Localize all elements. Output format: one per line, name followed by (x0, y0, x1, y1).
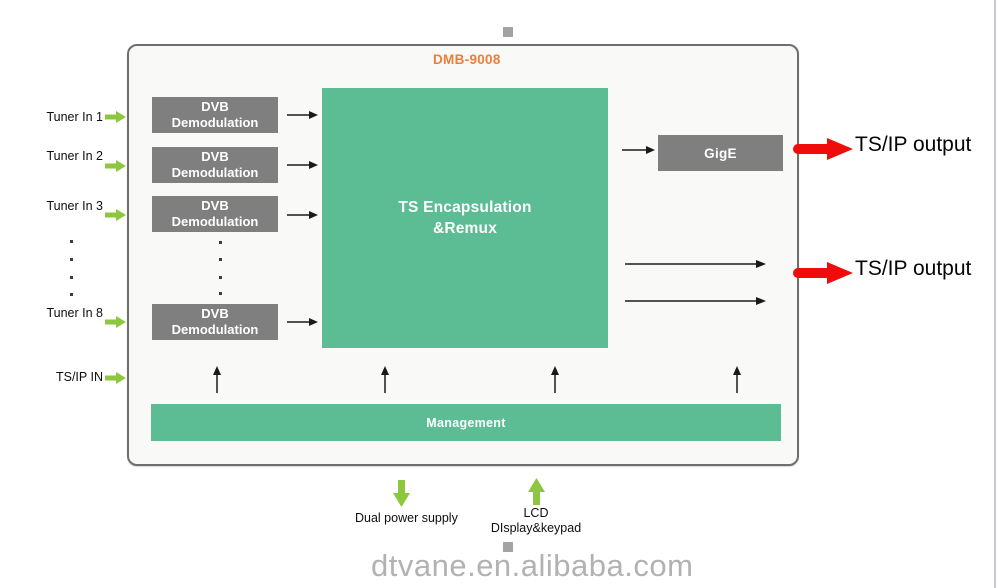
input-label-tuner-3: Tuner In 3 (46, 199, 103, 213)
dot (70, 276, 73, 279)
demod-line1: DVB (201, 99, 229, 114)
lcd-keypad-label: LCD DIsplay&keypad (463, 506, 609, 536)
dot (219, 276, 222, 279)
tuner-in-1-arrow-icon (105, 111, 126, 123)
core-line1: TS Encapsulation (398, 199, 532, 216)
tsip-output-label-2: TS/IP output (855, 257, 972, 280)
management-up-arrow-icon (381, 366, 389, 393)
tsip-output-arrow-icon (793, 138, 853, 160)
input-label-tuner-2: Tuner In 2 (46, 149, 103, 163)
tsip-output-label-1: TS/IP output (855, 133, 972, 156)
dot (219, 241, 222, 244)
dvb-demodulation-box-3: DVB Demodulation (152, 196, 278, 232)
demod-line2: Demodulation (171, 115, 259, 130)
ts-encapsulation-remux-box: TS Encapsulation &Remux (322, 88, 608, 348)
flow-arrow-icon (287, 318, 318, 326)
tuner-in-3-arrow-icon (105, 209, 126, 221)
management-up-arrow-icon (213, 366, 221, 393)
dot (70, 293, 73, 296)
management-up-arrow-icon (551, 366, 559, 393)
diagram-title: DMB-9008 (433, 52, 501, 67)
management-up-arrow-icon (733, 366, 741, 393)
management-bar: Management (151, 404, 781, 441)
flow-arrow-icon (287, 161, 318, 169)
input-label-tuner-1: Tuner In 1 (46, 110, 103, 124)
input-label-tsip-in: TS/IP IN (55, 370, 103, 384)
lcd-line1: LCD (523, 506, 549, 520)
dot (219, 258, 222, 261)
core-line2: &Remux (432, 220, 498, 237)
dot (70, 258, 73, 261)
dvb-demodulation-box-8: DVB Demodulation (152, 304, 278, 340)
demod-line2: Demodulation (171, 165, 259, 180)
demod-line1: DVB (201, 149, 229, 164)
tsip-in-arrow-icon (105, 372, 126, 384)
flow-arrow-icon (287, 111, 318, 119)
selection-handle-top[interactable] (503, 27, 513, 37)
input-ellipsis-dots (70, 240, 73, 296)
output-flow-arrow-icon (625, 297, 766, 305)
dot (219, 292, 222, 295)
tuner-in-2-arrow-icon (105, 160, 126, 172)
input-label-tuner-8: Tuner In 8 (46, 306, 103, 320)
lcd-line2: DIsplay&keypad (490, 521, 582, 535)
tuner-in-8-arrow-icon (105, 316, 126, 328)
gige-box: GigE (658, 135, 783, 171)
demod-line1: DVB (201, 198, 229, 213)
dvb-demodulation-box-1: DVB Demodulation (152, 97, 278, 133)
power-down-arrow-icon (393, 480, 410, 507)
gige-label: GigE (704, 145, 737, 161)
lcd-up-arrow-icon (528, 478, 545, 505)
tsip-output-arrow-icon (793, 262, 853, 284)
demod-ellipsis-dots (219, 241, 222, 297)
selection-handle-bottom[interactable] (503, 542, 513, 552)
flow-arrow-icon (287, 211, 318, 219)
output-flow-arrow-icon (625, 260, 766, 268)
demod-line2: Demodulation (171, 322, 259, 337)
dot (70, 240, 73, 243)
page-edge-line (994, 0, 996, 588)
demod-line1: DVB (201, 306, 229, 321)
demod-line2: Demodulation (171, 214, 259, 229)
management-label: Management (426, 415, 506, 430)
dual-power-supply-label: Dual power supply (355, 511, 458, 525)
flow-arrow-icon (622, 146, 655, 154)
dvb-demodulation-box-2: DVB Demodulation (152, 147, 278, 183)
watermark-text: dtvane.en.alibaba.com (371, 548, 694, 583)
